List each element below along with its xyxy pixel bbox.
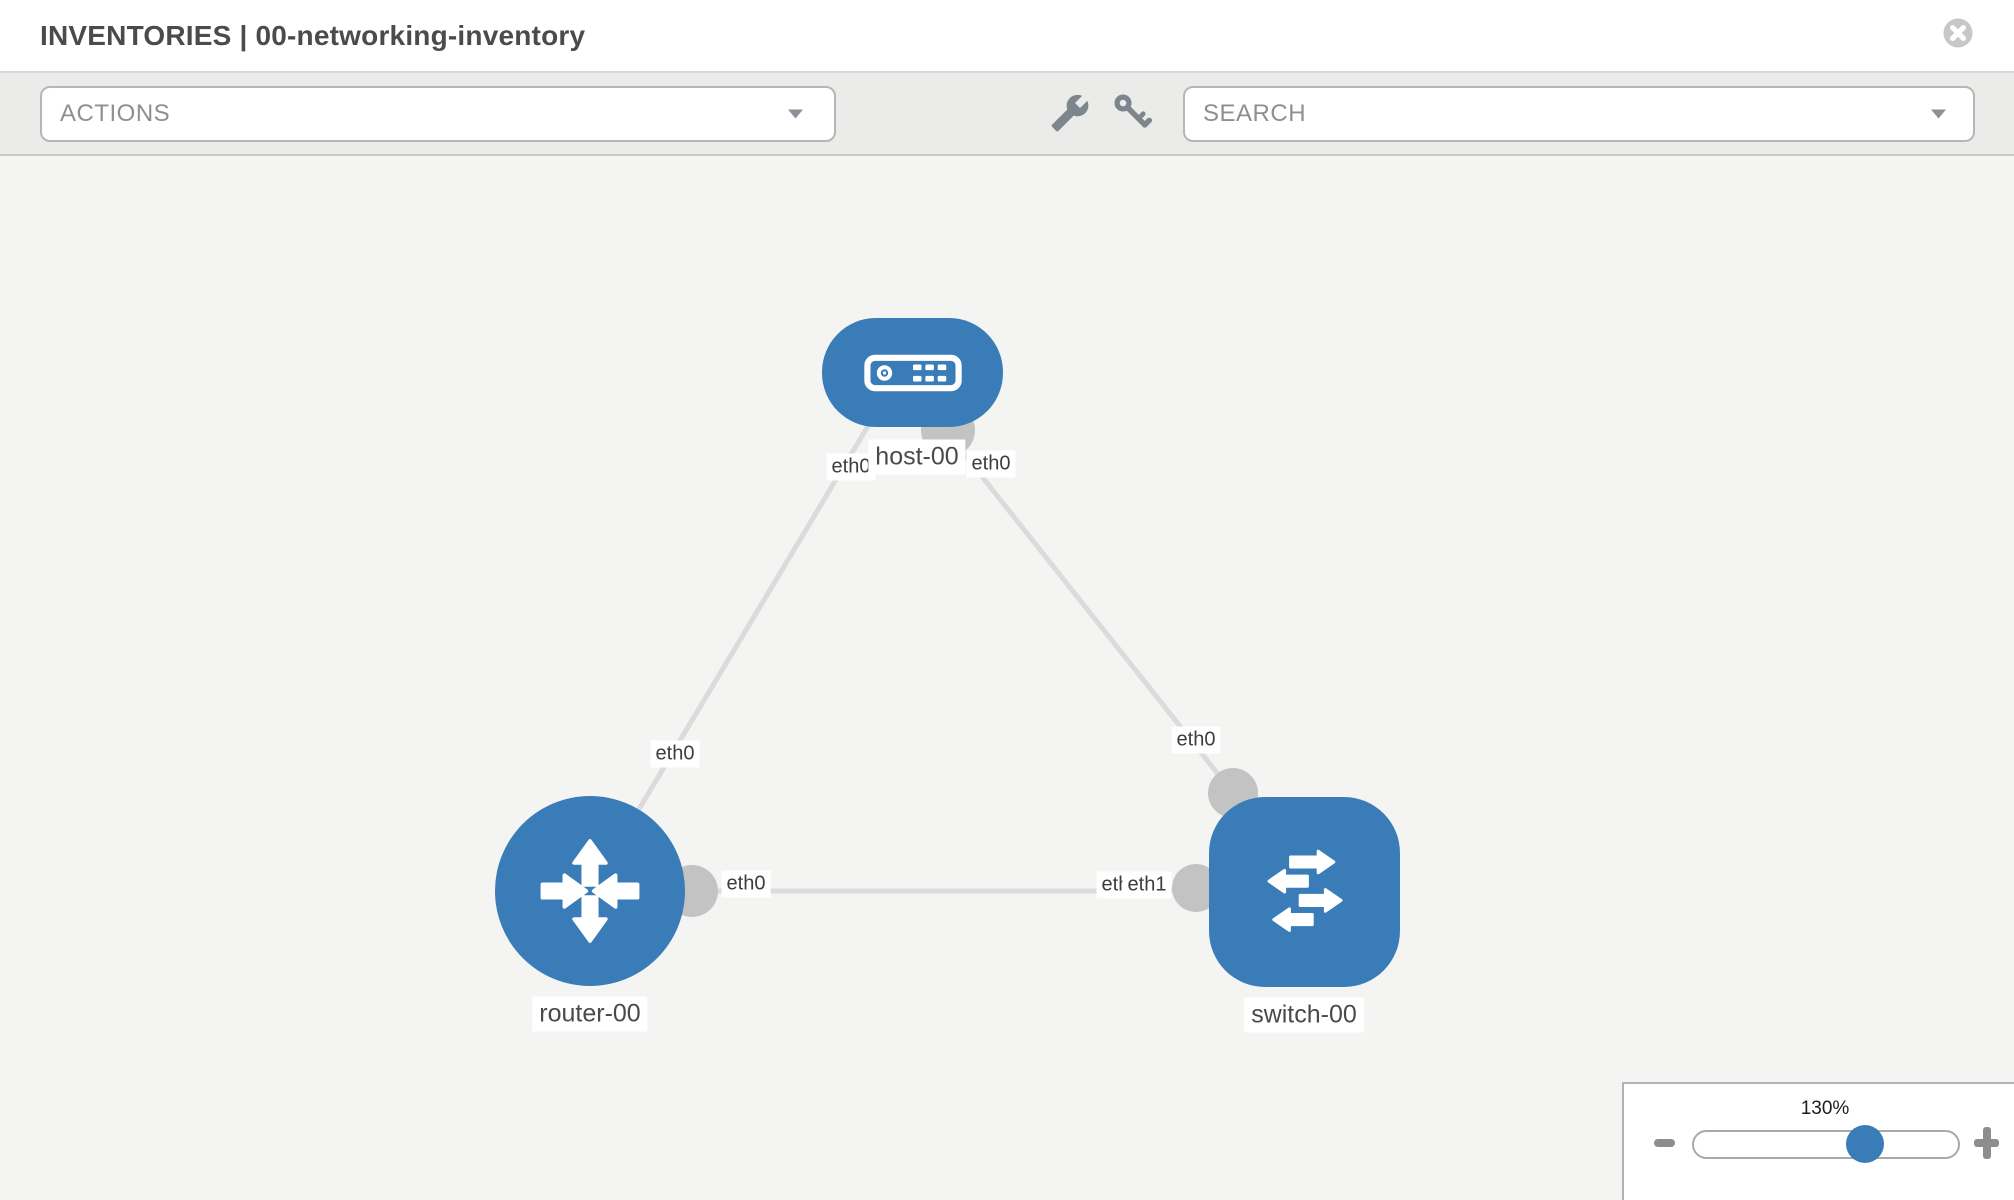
close-button[interactable] — [1941, 16, 1975, 50]
iface-label-switch-to-host: eth0 — [1171, 726, 1221, 754]
plus-icon — [1982, 1127, 1991, 1159]
caret-down-icon — [788, 109, 803, 119]
configure-button[interactable] — [1050, 93, 1090, 138]
key-icon — [1114, 94, 1153, 128]
zoom-in-button[interactable] — [1974, 1127, 1999, 1159]
zoom-percent: 130% — [1800, 1098, 1850, 1119]
caret-down-icon — [1931, 109, 1946, 119]
page-title: INVENTORIES | 00-networking-inventory — [40, 20, 586, 51]
node-label-switch: switch-00 — [1244, 997, 1364, 1033]
node-switch-00[interactable] — [1209, 797, 1400, 987]
switch-icon — [1267, 849, 1342, 932]
node-host-00[interactable] — [822, 318, 1003, 427]
credentials-button[interactable] — [1112, 92, 1154, 139]
port-dot-switch-left — [1172, 864, 1220, 912]
actions-dropdown[interactable]: ACTIONS — [40, 86, 836, 142]
toolbar: ACTIONS SEARCH — [0, 73, 2014, 156]
close-icon — [1943, 18, 1973, 48]
zoom-slider-track[interactable] — [1692, 1130, 1960, 1159]
iface-label-router-to-switch: eth0 — [721, 870, 771, 898]
iface-label-host-left: eth0 — [826, 453, 876, 481]
zoom-panel: 130% — [1622, 1082, 2014, 1200]
router-icon — [540, 839, 640, 943]
search-placeholder: SEARCH — [1203, 100, 1307, 127]
wrench-icon — [1051, 94, 1089, 132]
title-bar: INVENTORIES | 00-networking-inventory — [0, 0, 2014, 73]
host-icon — [863, 354, 962, 391]
topology-canvas[interactable]: host-00 router-00 switch-00 eth0 eth0 et… — [0, 156, 2014, 1200]
node-label-router: router-00 — [532, 996, 648, 1032]
zoom-out-button[interactable] — [1654, 1139, 1675, 1147]
node-router-00[interactable] — [495, 796, 685, 986]
zoom-slider-thumb[interactable] — [1846, 1125, 1884, 1163]
iface-label-host-right: eth0 — [966, 450, 1016, 478]
node-label-host: host-00 — [868, 439, 966, 475]
links-layer — [587, 403, 1258, 917]
search-dropdown[interactable]: SEARCH — [1183, 86, 1975, 142]
iface-label-router-to-host: eth0 — [650, 740, 700, 768]
actions-dropdown-label: ACTIONS — [60, 100, 171, 127]
iface-label-switch-eth1: eth1 — [1122, 871, 1172, 899]
